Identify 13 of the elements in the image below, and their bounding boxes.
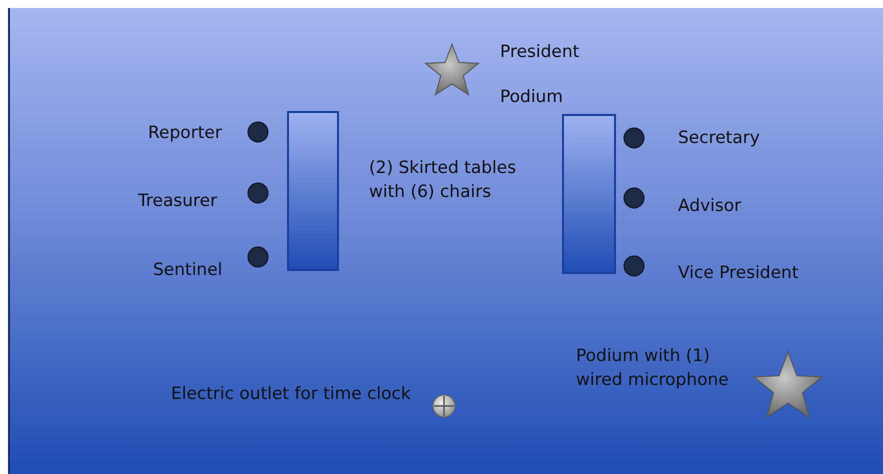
seat-label: Sentinel — [153, 259, 222, 282]
table — [562, 114, 616, 274]
seat-label: Reporter — [148, 122, 222, 145]
note-text: Electric outlet for time clock — [171, 383, 411, 406]
table — [287, 111, 339, 271]
note-text: Podium with (1) wired microphone — [576, 345, 730, 392]
seat-label: Secretary — [678, 127, 760, 150]
role-label: President — [500, 41, 580, 64]
note-text: (2) Skirted tables with (6) chairs — [369, 157, 518, 204]
seat-label: Vice President — [678, 262, 798, 285]
podium-label: Podium — [500, 86, 563, 109]
seat-label: Treasurer — [138, 190, 218, 213]
seat-label: Advisor — [678, 195, 742, 218]
